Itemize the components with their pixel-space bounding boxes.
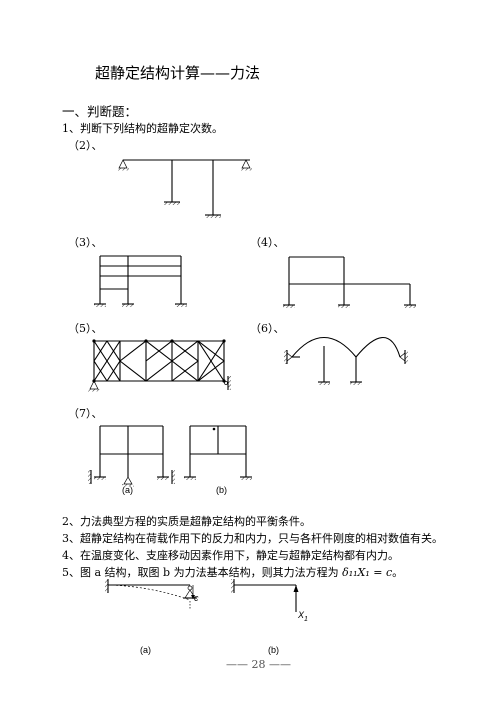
part-6-label: （6）、 [250,322,285,335]
question-2: 2、力法典型方程的实质是超静定结构的平衡条件。 [62,515,311,528]
question-1: 1、判断下列结构的超静定次数。 [62,122,223,135]
question-4: 4、在温度变化、支座移动因素作用下，静定与超静定结构都有内力。 [62,549,399,562]
question-5: 5、图 a 结构，取图 b 为力法基本结构，则其力法方程为 δ₁₁X₁ = c。 [62,564,403,580]
question-5-end: 。 [392,566,404,579]
part-3-label: （3）、 [68,236,103,249]
part-5-label: （5）、 [68,322,103,335]
fig5a-caption: (a) [140,645,151,655]
figure-6 [284,336,408,385]
figure-7b [184,425,252,480]
fig7b-caption: (b) [216,485,227,495]
figure-3 [94,255,187,307]
figure-q5a [105,579,197,609]
page-title: 超静定结构计算——力法 [95,64,261,82]
question-5-text: 5、图 a 结构，取图 b 为力法基本结构，则其力法方程为 [62,566,339,579]
page-number: —— 28 —— [226,658,291,671]
fig7a-caption: (a) [122,485,133,495]
figure-q5b [231,579,299,612]
question-5-equation: δ₁₁X₁ = c [342,566,393,579]
fig5b-caption: (b) [268,645,279,655]
part-4-label: （4）、 [250,236,285,249]
part-2-label: （2）、 [68,139,103,152]
figure-2 [117,159,252,218]
section-heading: 一、判断题： [62,104,138,119]
figure-7a [88,425,175,487]
label-x1: X1 [298,610,308,623]
part-7-label: （7）、 [68,407,103,420]
figure-4 [283,256,416,308]
figure-5 [88,339,231,392]
question-3: 3、超静定结构在荷载作用下的反力和内力，只与各杆件刚度的相对数值有关。 [62,532,443,545]
